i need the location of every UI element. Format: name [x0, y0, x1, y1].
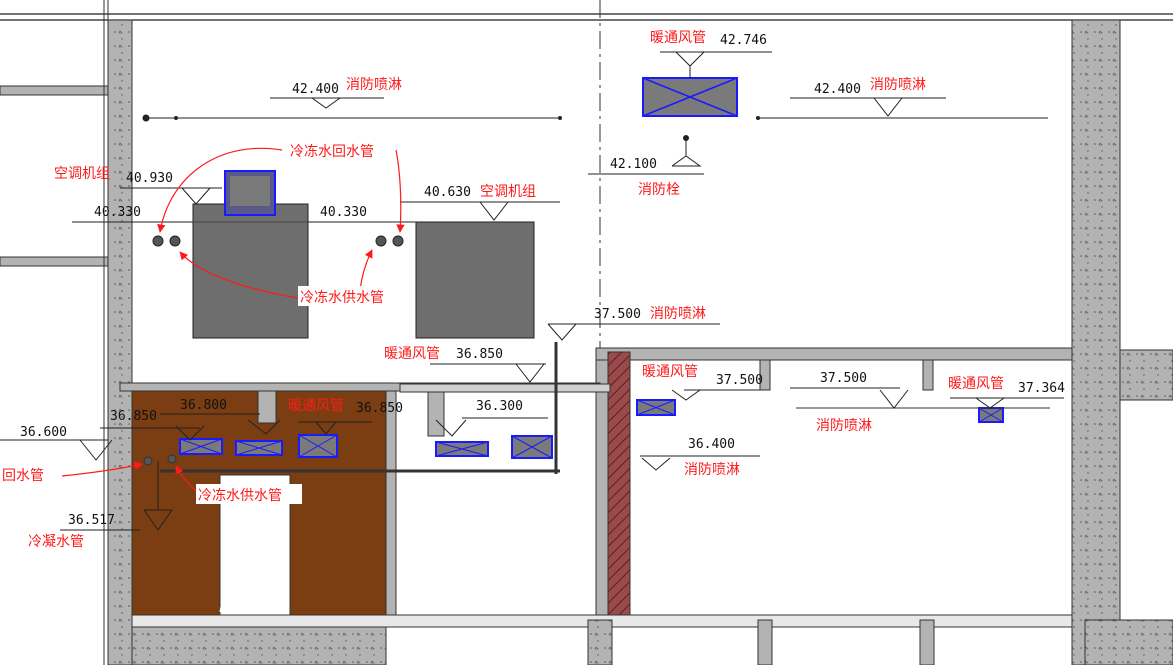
elev-sprinkler-right: 42.400	[814, 82, 861, 97]
chilled-pipes-upper	[72, 221, 416, 247]
label-duct-right-b: 暖通风管	[948, 376, 1004, 392]
frame-lines	[0, 13, 1173, 21]
label-chilled-return: 冷冻水回水管	[290, 143, 374, 160]
elev-hydrant: 42.100	[610, 157, 657, 172]
label-duct-right-a: 暖通风管	[642, 364, 698, 380]
label-ac-right: 空调机组	[480, 184, 536, 200]
label-condensate: 冷凝水管	[28, 534, 84, 550]
label-sprinkler-right-low: 消防喷淋	[816, 418, 872, 434]
elev-ac-left: 40.930	[126, 171, 173, 186]
mid-slab	[595, 347, 1073, 616]
right-column	[1071, 19, 1121, 665]
label-sprinkler-low: 消防喷淋	[684, 462, 740, 478]
elev-low-left: 36.600	[20, 425, 67, 440]
elev-duct-right-a: 37.500	[716, 373, 763, 388]
label-duct-mid: 暖通风管	[384, 346, 440, 362]
label-ac-left: 空调机组	[54, 166, 110, 182]
elev-condensate: 36.517	[68, 513, 115, 528]
label-return-pipe: 回水管	[2, 468, 44, 484]
hydrant-symbol	[683, 135, 689, 156]
annotation-labels: 暖通风管 消防喷淋 消防喷淋 消防栓 空调机组 空调机组 冷冻水回水管 冷冻水供…	[2, 30, 1004, 550]
elev-low-d: 36.300	[476, 399, 523, 414]
label-hydrant: 消防栓	[638, 182, 680, 198]
label-sprinkler-mid: 消防喷淋	[650, 306, 706, 322]
elev-ac-right: 40.630	[424, 185, 471, 200]
elev-low-b: 36.800	[180, 398, 227, 413]
elev-duct-mid: 36.850	[456, 347, 503, 362]
elev-sprinkler-mid: 37.500	[594, 307, 641, 322]
left-column	[107, 19, 133, 665]
label-chilled-supply-upper: 冷冻水供水管	[300, 289, 384, 306]
pipe-runs	[143, 342, 1050, 510]
label-duct-low: 暖通风管	[288, 398, 344, 414]
elevation-leaders	[0, 51, 1064, 531]
elev-duct-top: 42.746	[720, 33, 767, 48]
elev-low-a: 36.850	[110, 409, 157, 424]
elev-sprinkler-right-low: 37.500	[820, 371, 867, 386]
elev-pipe-mid: 40.330	[320, 205, 367, 220]
label-chilled-supply-lower: 冷冻水供水管	[198, 487, 282, 504]
ac-unit-left	[192, 170, 309, 339]
elev-pipe-left: 40.330	[94, 205, 141, 220]
ac-unit-right	[415, 221, 535, 339]
label-sprinkler-right: 消防喷淋	[870, 77, 926, 93]
label-sprinkler-left: 消防喷淋	[346, 77, 402, 93]
elev-sprinkler-low: 36.400	[688, 437, 735, 452]
elev-sprinkler-left: 42.400	[292, 82, 339, 97]
label-duct-top: 暖通风管	[650, 30, 706, 46]
elev-duct-right-b: 37.364	[1018, 381, 1065, 396]
elevation-texts: 42.746 42.400 42.400 42.100 40.930 40.33…	[20, 33, 1065, 528]
sprinkler-lines-top	[142, 114, 1048, 122]
bottom-slab	[131, 614, 1173, 665]
duct-top	[642, 66, 738, 117]
elev-low-c: 36.850	[356, 401, 403, 416]
